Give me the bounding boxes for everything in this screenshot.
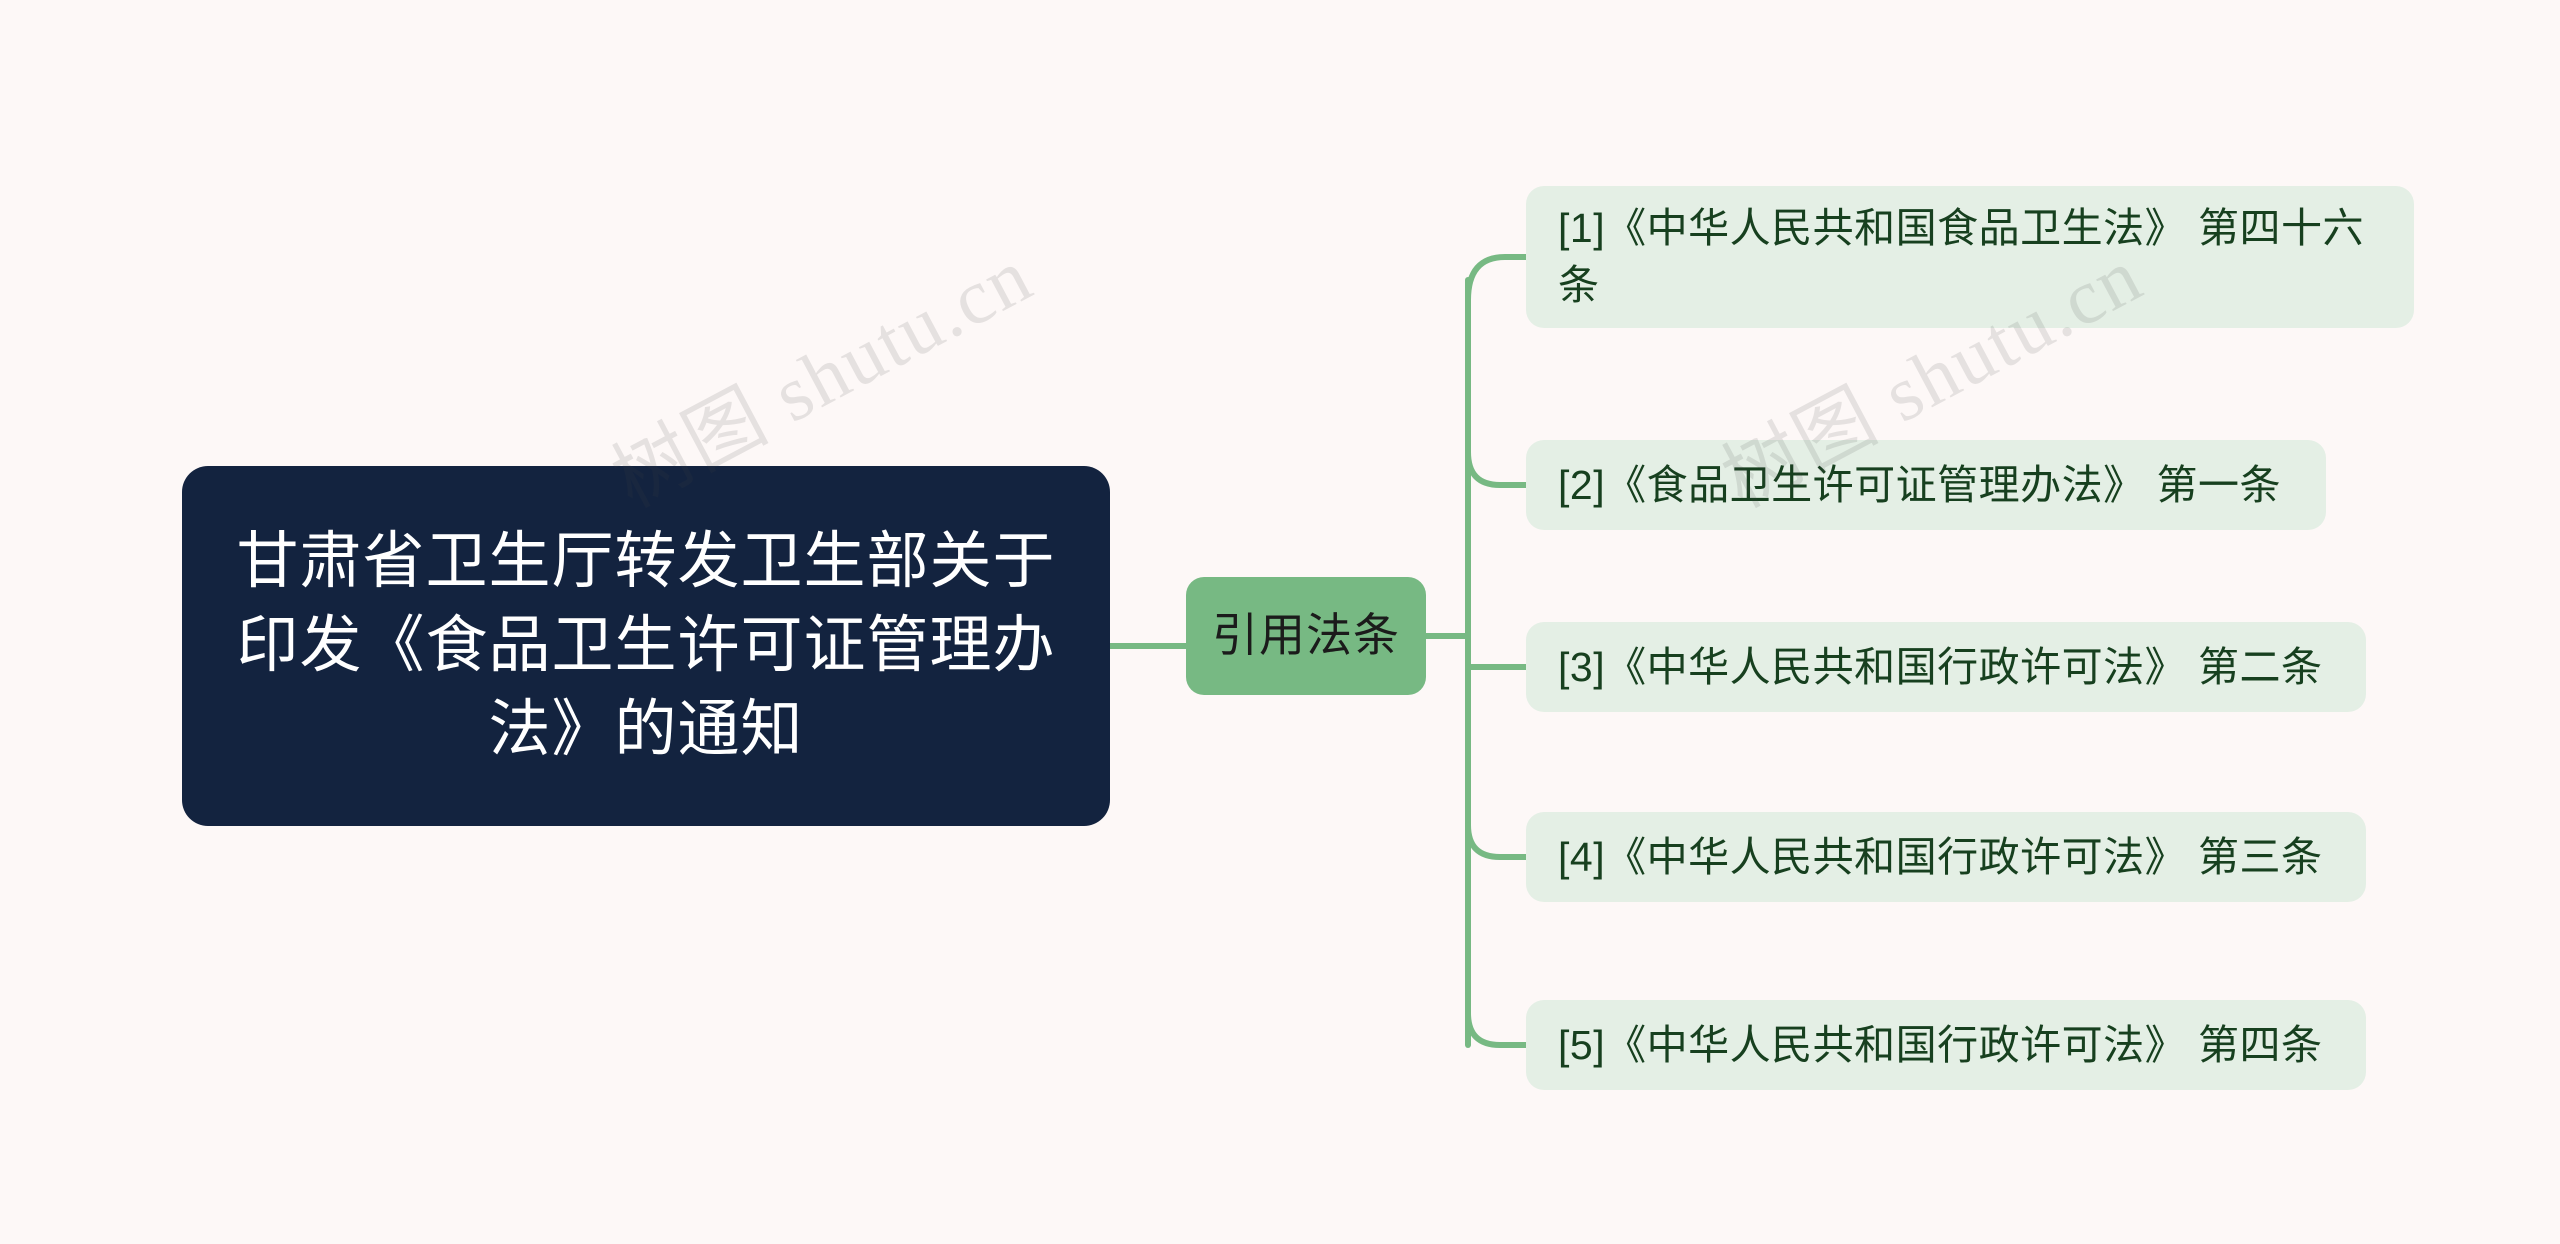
leaf-node-4[interactable]: [4]《中华人民共和国行政许可法》 第三条 xyxy=(1526,812,2366,902)
branch-node-label: 引用法条 xyxy=(1212,609,1400,662)
leaf-node-2[interactable]: [2]《食品卫生许可证管理办法》 第一条 xyxy=(1526,440,2326,530)
leaf-node-3-label: [3]《中华人民共和国行政许可法》 第二条 xyxy=(1558,643,2323,690)
link-spine-to-leaf-5 xyxy=(1465,1010,1529,1048)
root-node[interactable]: 甘肃省卫生厅转发卫生部关于印发《食品卫生许可证管理办法》的通知 xyxy=(182,466,1110,826)
root-node-label: 甘肃省卫生厅转发卫生部关于印发《食品卫生许可证管理办法》的通知 xyxy=(236,526,1056,765)
leaf-node-5-label: [5]《中华人民共和国行政许可法》 第四条 xyxy=(1558,1021,2323,1068)
leaf-node-1[interactable]: [1]《中华人民共和国食品卫生法》 第四十六条 xyxy=(1526,186,2414,328)
link-spine-to-leaf-2 xyxy=(1465,449,1529,488)
branch-node-citations[interactable]: 引用法条 xyxy=(1186,577,1426,695)
leaf-node-3[interactable]: [3]《中华人民共和国行政许可法》 第二条 xyxy=(1526,622,2366,712)
leaf-node-5[interactable]: [5]《中华人民共和国行政许可法》 第四条 xyxy=(1526,1000,2366,1090)
leaf-node-2-label: [2]《食品卫生许可证管理办法》 第一条 xyxy=(1558,461,2281,508)
leaf-node-4-label: [4]《中华人民共和国行政许可法》 第三条 xyxy=(1558,833,2323,880)
link-spine-to-leaf-1 xyxy=(1465,254,1529,303)
leaf-node-1-label: [1]《中华人民共和国食品卫生法》 第四十六条 xyxy=(1558,205,2364,308)
link-spine-to-leaf-4 xyxy=(1465,822,1529,860)
